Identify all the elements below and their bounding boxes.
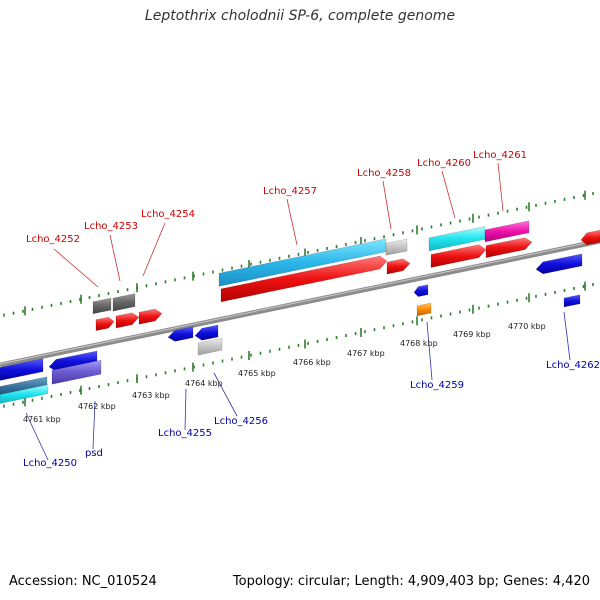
gene-label-lcho-4257: Lcho_4257 — [263, 186, 317, 197]
leader-lcho-4262 — [563, 311, 571, 361]
leader-lcho-4260 — [441, 170, 456, 219]
feature-lcho-4261 — [484, 220, 530, 243]
leader-lcho-4253 — [109, 234, 121, 282]
feature-lcho-4257-end — [385, 238, 408, 256]
leader-lcho-4258 — [382, 180, 392, 230]
leader-lcho-4259 — [426, 321, 433, 381]
feature-psd — [51, 359, 102, 385]
leader-psd — [92, 400, 96, 450]
gene-label-lcho-4259: Lcho_4259 — [410, 380, 464, 391]
genome-backbone — [0, 238, 600, 368]
scale-label: 4767 kbp — [347, 349, 385, 358]
feature-red-5 — [485, 237, 533, 258]
leader-lcho-4255 — [184, 388, 187, 431]
feature-red-4 — [430, 244, 487, 268]
gene-label-lcho-4255: Lcho_4255 — [158, 428, 212, 439]
feature-red-1 — [95, 316, 115, 331]
scale-ticks-top — [3, 190, 594, 317]
accession-text: Accession: NC_010524 — [9, 574, 157, 589]
leader-lcho-4254 — [142, 222, 166, 277]
feature-lcho-4262 — [563, 294, 581, 308]
scale-label: 4763 kbp — [132, 391, 170, 400]
feature-red-3 — [138, 308, 163, 325]
feature-lcho-4256 — [197, 337, 223, 356]
feature-blue-left — [0, 358, 44, 381]
map-title: Leptothrix cholodnii SP-6, complete geno… — [144, 8, 456, 24]
feature-red-long — [220, 255, 388, 303]
feature-blue-small-1 — [167, 326, 194, 342]
leader-lcho-4256 — [213, 372, 238, 417]
leader-lcho-4257 — [286, 198, 298, 246]
gene-label-lcho-4258: Lcho_4258 — [357, 168, 411, 179]
feature-top-right-edge — [580, 229, 600, 246]
gene-label-lcho-4250: Lcho_4250 — [23, 458, 77, 469]
gene-labels: Lcho_4252Lcho_4253Lcho_4254Lcho_4257Lcho… — [23, 150, 600, 469]
feature-blue-small-3 — [413, 284, 429, 297]
label-leader-lines — [25, 162, 571, 461]
scale-label: 4764 kbp — [185, 379, 223, 388]
feature-lcho-4253 — [112, 293, 136, 312]
genome-summary-text: Topology: circular; Length: 4,909,403 bp… — [232, 574, 590, 589]
leader-lcho-4250 — [25, 412, 49, 461]
scale-label: 4770 kbp — [508, 322, 546, 331]
gene-label-psd: psd — [85, 448, 103, 459]
scale-labels: 4761 kbp 4762 kbp 4763 kbp 4764 kbp 4765 kbp… — [23, 322, 546, 424]
gene-label-lcho-4253: Lcho_4253 — [84, 221, 138, 232]
scale-label: 4762 kbp — [78, 402, 116, 411]
gene-label-lcho-4260: Lcho_4260 — [417, 158, 471, 169]
feature-aqua-4250 — [0, 384, 49, 404]
scale-ticks-bottom — [3, 281, 594, 408]
gene-label-lcho-4252: Lcho_4252 — [26, 234, 80, 245]
scale-label: 4765 kbp — [238, 369, 276, 378]
gene-label-lcho-4256: Lcho_4256 — [214, 416, 268, 427]
leader-lcho-4252 — [53, 248, 99, 288]
feature-lcho-4258 — [386, 258, 411, 275]
feature-red-2 — [115, 312, 140, 329]
gene-features — [0, 220, 600, 404]
gene-label-lcho-4261: Lcho_4261 — [473, 150, 527, 161]
gene-label-lcho-4254: Lcho_4254 — [141, 209, 195, 220]
leader-lcho-4261 — [497, 162, 504, 212]
backbone-highlight — [0, 239, 600, 365]
scale-label: 4769 kbp — [453, 330, 491, 339]
backbone-line — [0, 238, 600, 368]
scale-label: 4766 kbp — [293, 358, 331, 367]
feature-blue-small-2 — [194, 324, 219, 341]
feature-orange-4259 — [416, 302, 432, 317]
gene-label-lcho-4262: Lcho_4262 — [546, 360, 600, 371]
scale-label: 4768 kbp — [400, 339, 438, 348]
feature-blue-right — [535, 253, 583, 275]
feature-lcho-4252 — [92, 297, 112, 315]
scale-label: 4761 kbp — [23, 415, 61, 424]
